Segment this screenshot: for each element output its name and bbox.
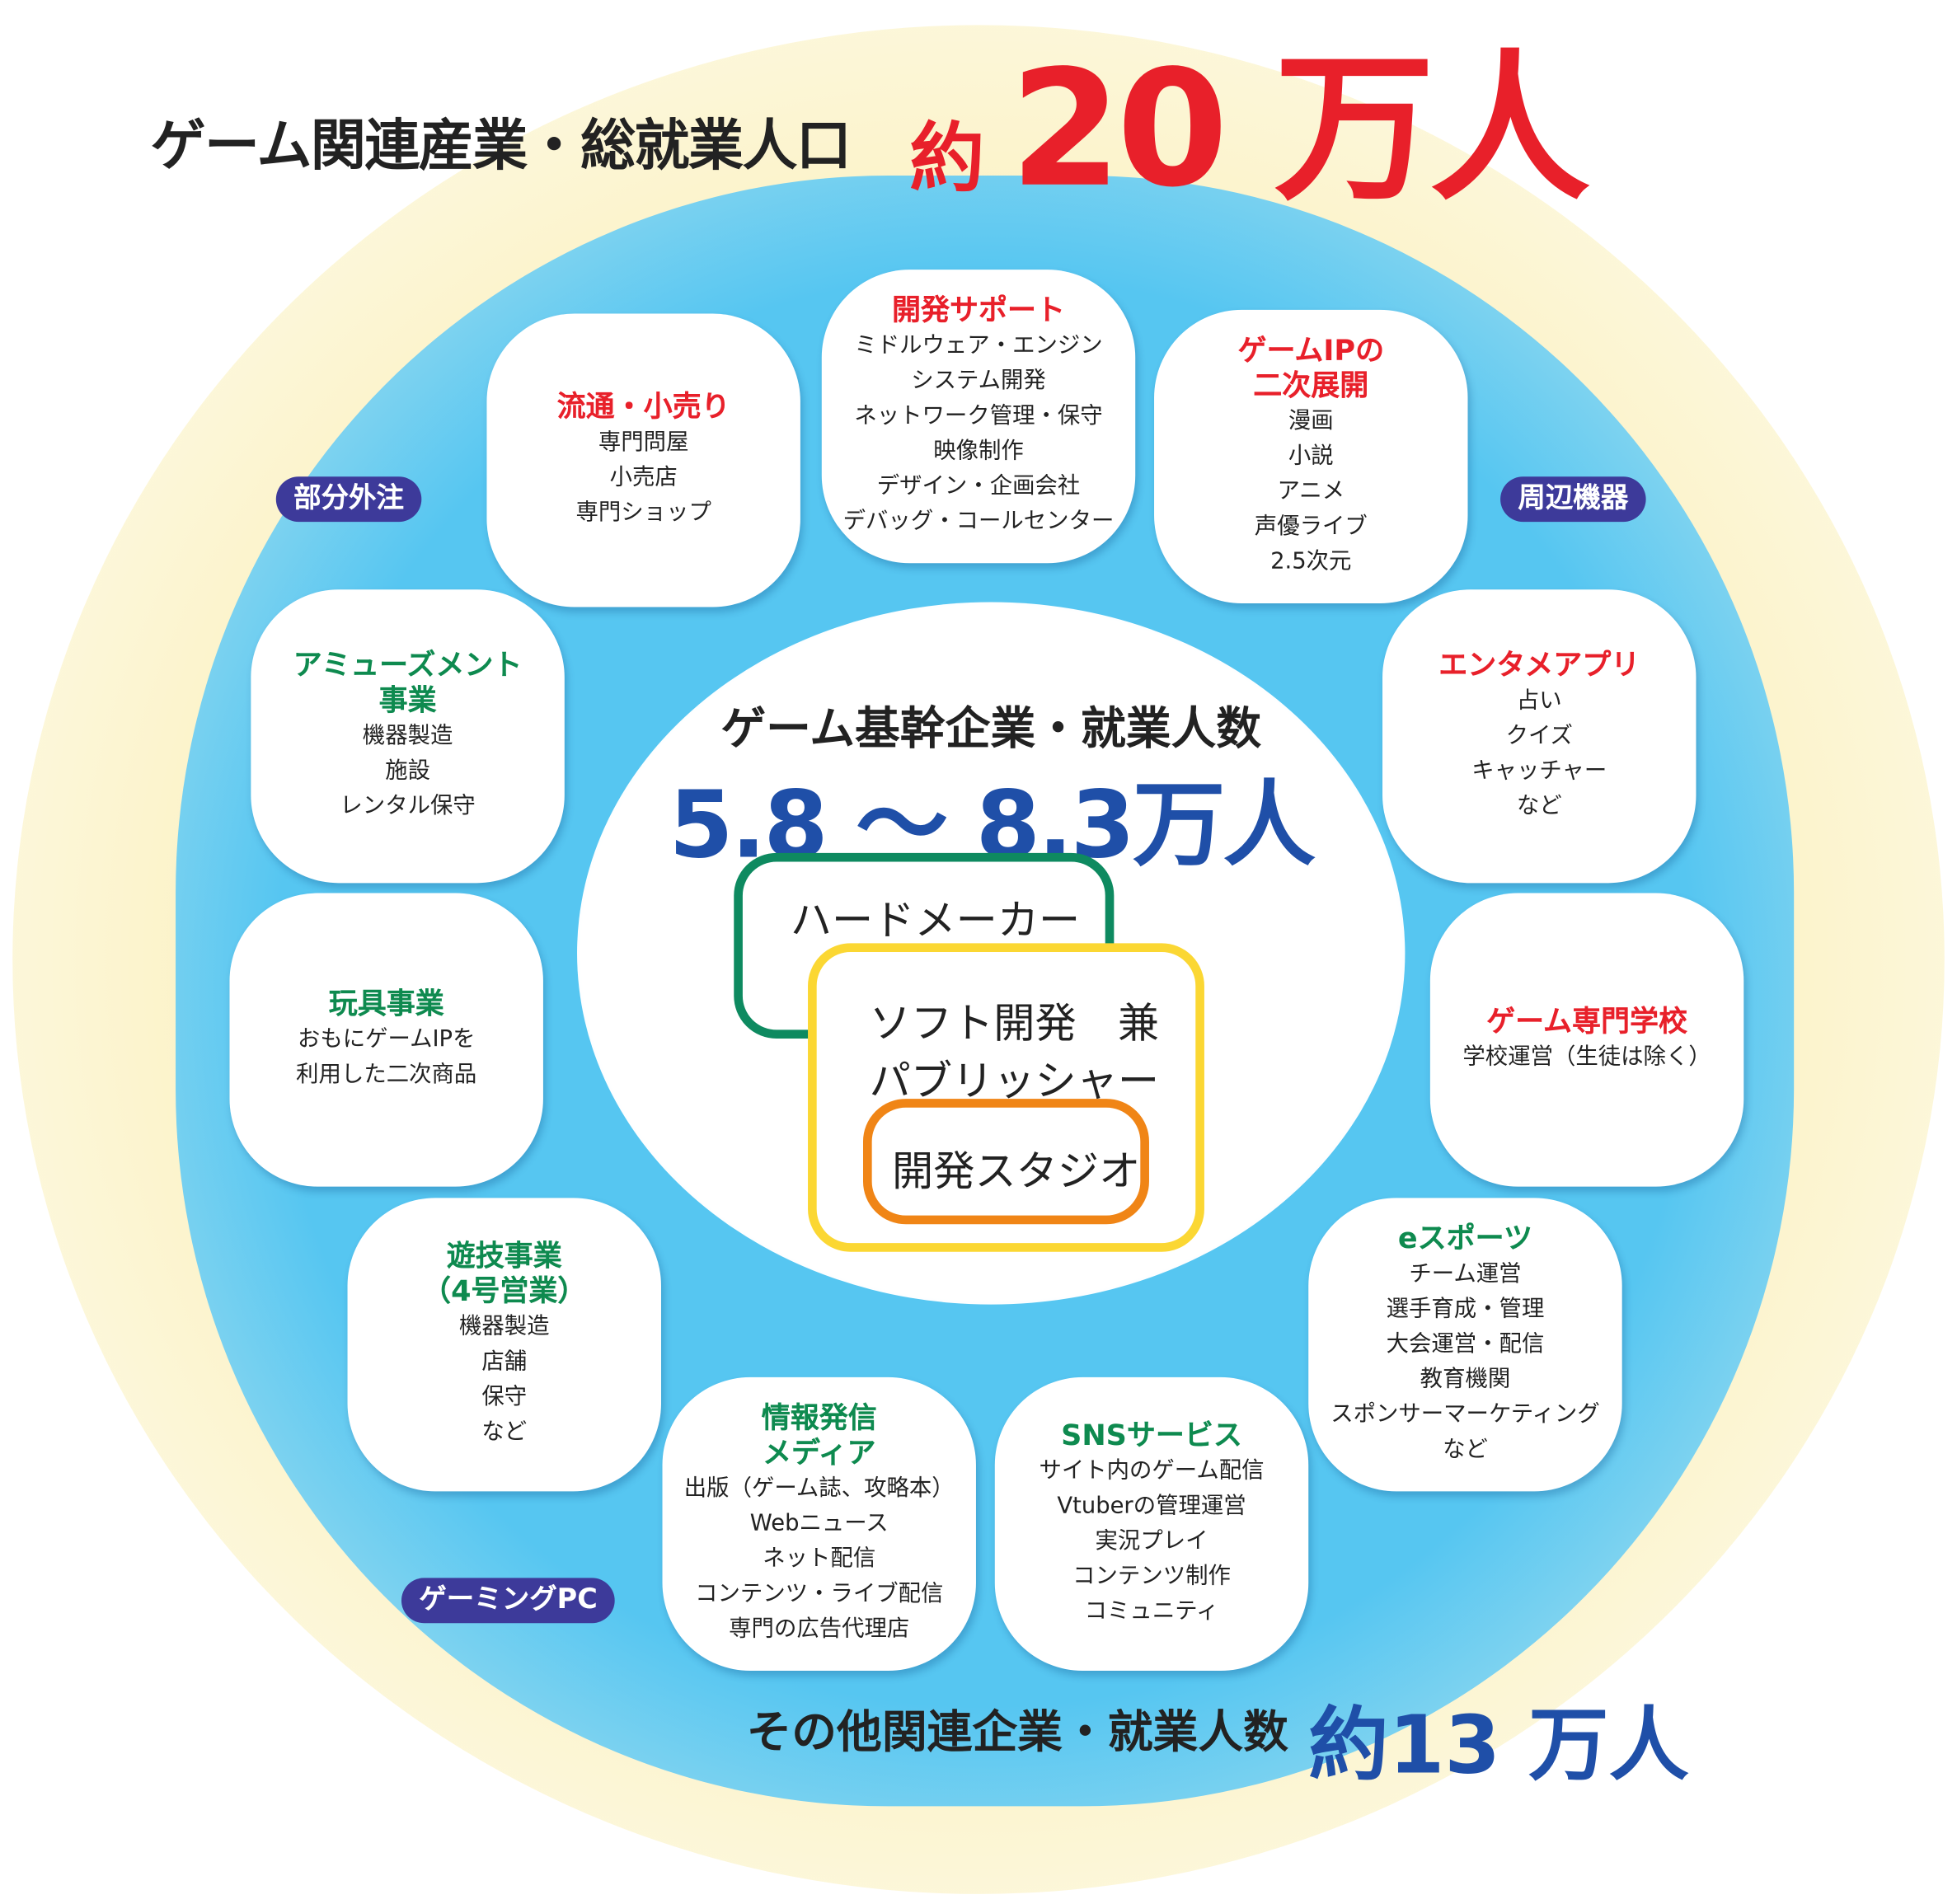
card-title: 開発サポート [891,294,1066,328]
card-dev-support: 開発サポートミドルウェア・エンジンシステム開発ネットワーク管理・保守映像制作デザ… [821,270,1136,564]
card-title: アミューズメント [293,650,523,682]
card-title: 情報発信 [761,1402,877,1435]
card-item: 2.5次元 [1270,548,1352,574]
card-item: 小売店 [609,464,678,491]
card-item: 選手育成・管理 [1386,1296,1545,1322]
card-item: 機器製造 [458,1313,550,1340]
card-item: 専門ショップ [575,499,711,526]
header-approx: 約 [909,115,985,204]
card-item: キャッチャー [1471,757,1607,785]
card-entertainment-app: エンタメアプリ占いクイズキャッチャーなど [1382,589,1697,884]
card-item: など [1443,1436,1488,1463]
soft-label-1: ソフト開発 兼 [869,998,1160,1048]
card-pachinko: 遊技事業（4号営業） 機器製造店舗保守など [347,1198,661,1492]
card-item: コミュニティ [1084,1597,1219,1625]
card-item: デバッグ・コールセンター [842,508,1115,535]
card-item: 声優ライブ [1254,513,1368,540]
card-item: 実況プレイ [1095,1527,1208,1555]
card-item: 漫画 [1288,407,1334,434]
card-item: など [1516,792,1562,819]
card-item: 映像制作 [933,438,1024,465]
soft-label-2: パブリッシャー [869,1056,1160,1105]
card-item: ネットワーク管理・保守 [854,402,1103,429]
card-item: チーム運営 [1409,1260,1522,1287]
card-title: SNSサービス [1061,1419,1242,1453]
card-item: 店舗 [481,1348,528,1375]
card-title: （4号営業） [422,1275,587,1309]
card-item: コンテンツ制作 [1072,1563,1231,1590]
card-item: レンタル保守 [340,792,476,819]
card-item: 専門の広告代理店 [729,1616,910,1643]
card-item: 出版（ゲーム誌、攻略本） [683,1475,955,1502]
card-ip-derivative: ゲームIPの二次展開漫画小説アニメ声優ライブ 2.5次元 [1154,309,1468,603]
card-media: 情報発信メディア出版（ゲーム誌、攻略本） Webニュースネット配信コンテンツ・ライ… [662,1376,976,1672]
header-number: 20 万人 [1010,36,1590,223]
card-item: アニメ [1277,477,1345,504]
card-item: スポンサーマーケティング [1330,1400,1600,1428]
card-item: Vtuberの管理運営 [1057,1492,1246,1519]
header-title: ゲーム関連産業・総就業人口 [150,114,852,179]
card-item: おもにゲームIPを [297,1025,476,1053]
card-title: エンタメアプリ [1438,650,1640,682]
card-item: サイト内のゲーム配信 [1039,1457,1265,1484]
hard-maker-label: ハードメーカー [790,895,1081,945]
card-item: クイズ [1505,722,1573,749]
card-title: 遊技事業 [446,1240,562,1273]
pill-gaming-pc: ゲーミングPC [401,1578,616,1624]
card-title: 玩具事業 [328,988,444,1021]
dev-studio-box: 開発スタジオ [862,1099,1149,1225]
card-title: ゲーム専門学校 [1486,1006,1688,1039]
card-item: デザイン・企画会社 [876,472,1081,499]
card-toy: 玩具事業おもにゲームIPを利用した二次商品 [229,893,543,1187]
dev-studio-label: 開発スタジオ [891,1146,1141,1196]
card-item: 利用した二次商品 [296,1061,477,1088]
card-title: eスポーツ [1397,1222,1532,1256]
card-item: 教育機関 [1420,1366,1511,1393]
card-sns: SNSサービスサイト内のゲーム配信 Vtuberの管理運営実況プレイコンテンツ制作… [994,1376,1309,1672]
card-title: 二次展開 [1253,369,1369,403]
center-title: ゲーム基幹企業・就業人数 [720,703,1262,756]
card-item: システム開発 [911,367,1046,394]
card-esports: eスポーツチーム運営選手育成・管理大会運営・配信教育機関スポンサーマーケティング… [1308,1198,1622,1492]
card-title: メディア [762,1437,876,1470]
card-distribution: 流通・小売り専門問屋小売店専門ショップ [486,313,800,607]
card-item: 小説 [1288,443,1334,470]
pill-peripherals: 周辺機器 [1500,476,1646,523]
card-item: 学校運営（生徒は除く） [1462,1043,1711,1071]
card-item: Webニュース [749,1510,889,1537]
card-item: 占い [1516,687,1562,714]
card-title: 事業 [378,684,437,718]
card-item: コンテンツ・ライブ配信 [695,1580,944,1607]
card-item: ネット配信 [763,1545,876,1572]
card-title: 流通・小売り [556,391,730,424]
card-item: 機器製造 [362,722,453,749]
card-game-school: ゲーム専門学校学校運営（生徒は除く） [1429,893,1744,1187]
card-amusement: アミューズメント事業機器製造施設レンタル保守 [251,589,565,884]
card-item: 施設 [385,757,430,785]
footer-value: 約13 万人 [1308,1700,1689,1793]
card-item: など [481,1419,528,1446]
footer-title: その他関連企業・就業人数 [746,1707,1288,1759]
card-item: 大会運営・配信 [1386,1330,1545,1358]
card-title: ゲームIPの [1237,335,1385,368]
card-item: ミドルウェア・エンジン [854,332,1103,359]
card-item: 保守 [481,1383,528,1410]
card-item: 専門問屋 [598,429,689,456]
pill-outsourcing: 部分外注 [275,476,422,523]
